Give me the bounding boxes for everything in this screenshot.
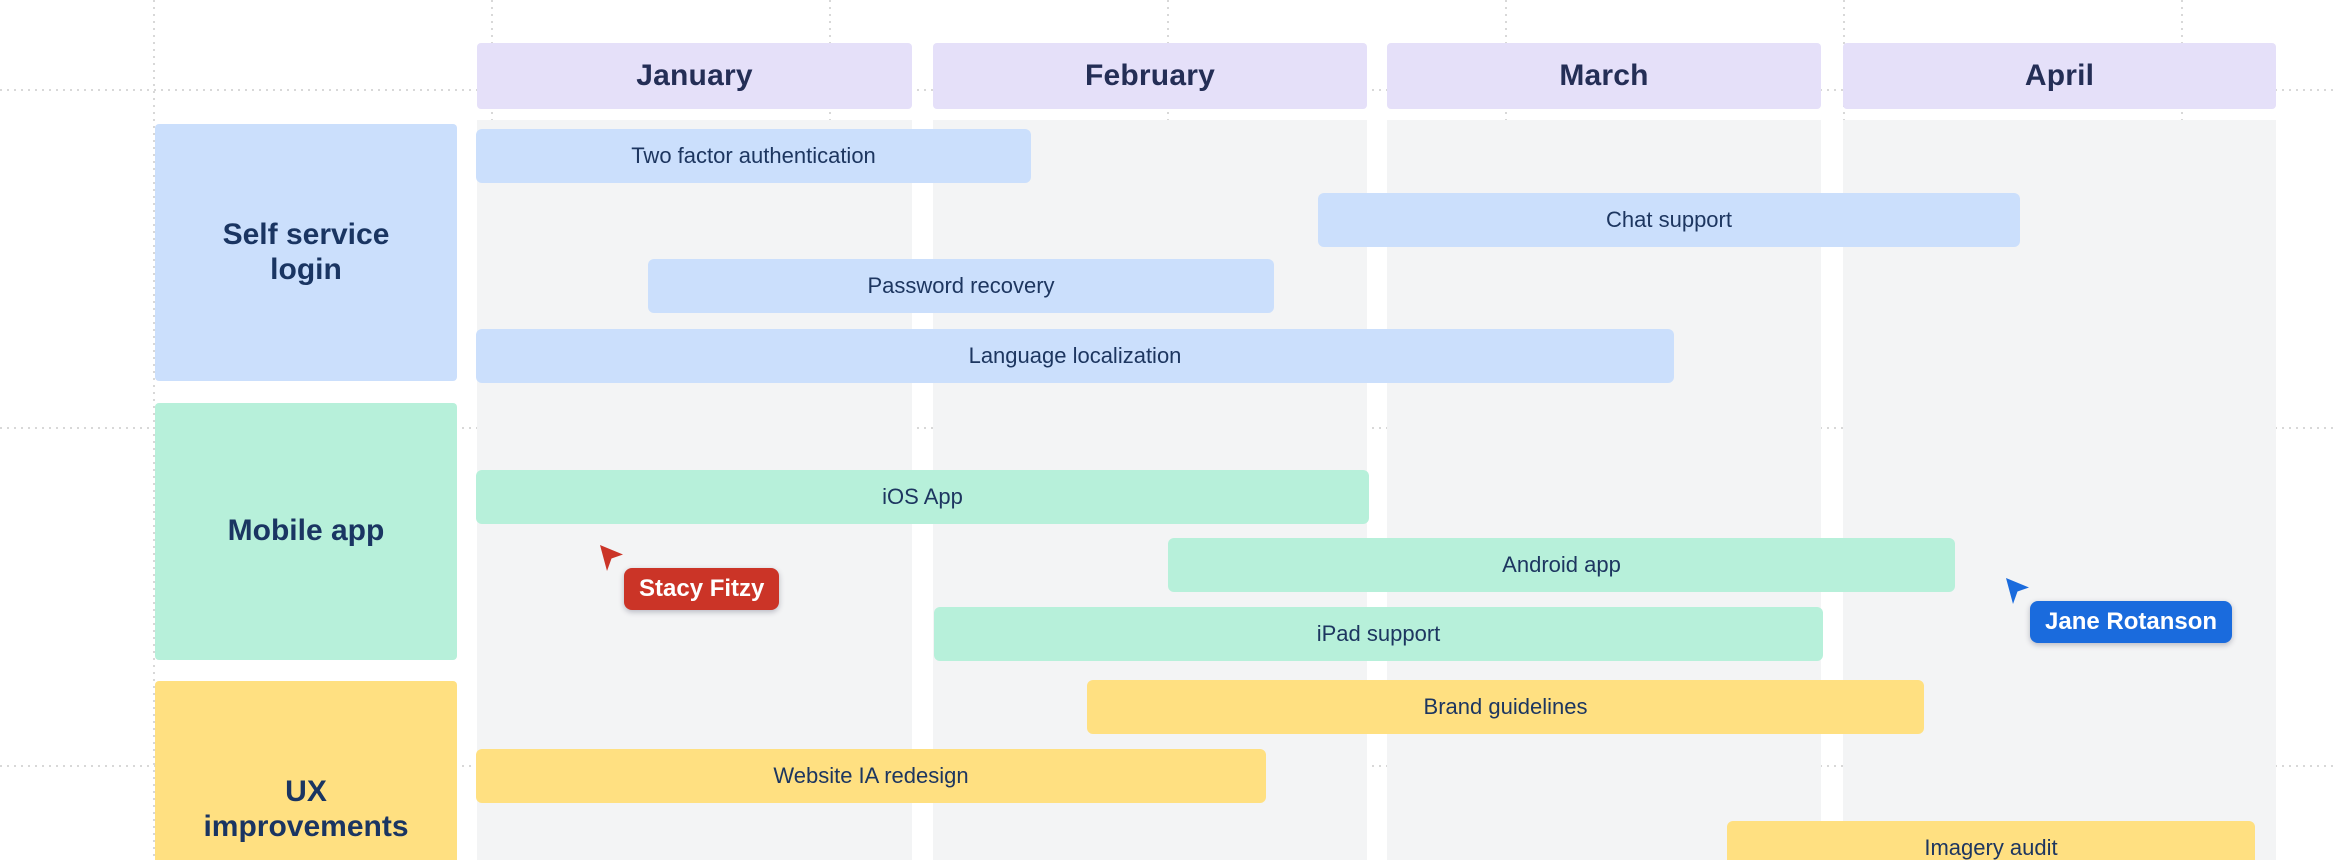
category-box[interactable]: UX improvements: [155, 681, 457, 860]
task-bar[interactable]: Password recovery: [648, 259, 1274, 313]
category-label: Self service login: [222, 217, 390, 286]
task-label: Chat support: [1606, 207, 1732, 232]
cursor-name-label: Stacy Fitzy: [624, 568, 780, 610]
task-bar[interactable]: iPad support: [934, 607, 1823, 661]
category-label: UX improvements: [203, 774, 409, 843]
task-label: Android app: [1502, 552, 1621, 577]
task-bar[interactable]: Android app: [1168, 538, 1955, 592]
category-box[interactable]: Self service login: [155, 124, 457, 381]
task-label: Language localization: [968, 343, 1182, 368]
task-bar[interactable]: Two factor authentication: [476, 129, 1031, 183]
month-header-march[interactable]: March: [1387, 43, 1821, 109]
category-box[interactable]: Mobile app: [155, 403, 457, 660]
task-label: Website IA redesign: [773, 763, 969, 788]
month-header-label: January: [636, 59, 753, 92]
task-bar[interactable]: Imagery audit: [1727, 821, 2255, 860]
cursor-arrow-icon: [600, 545, 623, 571]
task-bar[interactable]: Chat support: [1318, 193, 2020, 247]
task-label: Imagery audit: [1924, 835, 2058, 860]
task-bar[interactable]: Language localization: [476, 329, 1674, 383]
month-header-april[interactable]: April: [1843, 43, 2276, 109]
task-bar[interactable]: Brand guidelines: [1087, 680, 1924, 734]
month-header-january[interactable]: January: [477, 43, 912, 109]
task-label: Password recovery: [867, 273, 1055, 298]
task-bar[interactable]: iOS App: [476, 470, 1369, 524]
task-label: Two factor authentication: [631, 143, 876, 168]
task-label: Brand guidelines: [1423, 694, 1588, 719]
cursor-name-label: Jane Rotanson: [2030, 601, 2233, 643]
month-header-label: February: [1085, 59, 1215, 92]
task-label: iPad support: [1316, 621, 1441, 646]
category-label: Mobile app: [227, 514, 385, 548]
month-header-label: April: [2024, 59, 2095, 92]
month-header-label: March: [1559, 59, 1649, 92]
task-bar[interactable]: Website IA redesign: [476, 749, 1266, 803]
task-label: iOS App: [882, 484, 963, 509]
month-header-february[interactable]: February: [933, 43, 1367, 109]
cursor-arrow-icon: [2006, 578, 2029, 604]
